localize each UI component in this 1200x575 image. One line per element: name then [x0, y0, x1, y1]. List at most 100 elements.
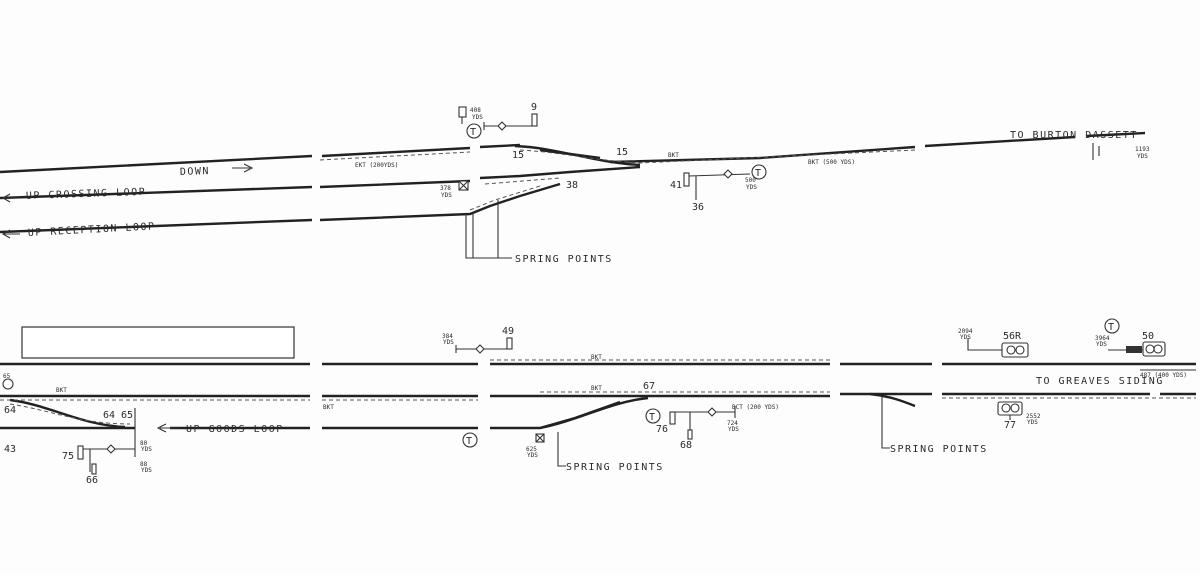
- blank-panel: [21, 326, 295, 359]
- points-38-label: 38: [566, 180, 578, 191]
- signal-9-post: [531, 113, 538, 127]
- yds-2552: YDS: [1027, 419, 1038, 426]
- diamond-marker-icon: [723, 169, 733, 179]
- yds-625: YDS: [527, 452, 538, 459]
- telephone-t-icon: [645, 408, 661, 424]
- spring-points-label-a: SPRING POINTS: [566, 462, 664, 473]
- spring-points-leader-a: [557, 432, 566, 467]
- signal-68-post: [687, 429, 693, 440]
- signal-77-group: 77 2552 YDS: [997, 401, 1041, 431]
- points-65b-label: 65: [121, 410, 133, 421]
- distance-2552: 2552: [1026, 413, 1041, 420]
- lower-second-line: [0, 392, 1196, 398]
- lower-section: 65 64 64 65 43 BKT BKT UP GOODS LOOP 75 …: [0, 318, 1196, 486]
- track-circuit-crossing: [484, 177, 561, 185]
- signal-56r-group: 56R 2094 YDS: [958, 328, 1029, 358]
- signal-56r-label: 56R: [1003, 331, 1022, 342]
- signal-68-label: 68: [680, 440, 692, 451]
- signal-66-label: 66: [86, 475, 98, 486]
- telephone-t-label-2: T: [755, 168, 761, 179]
- points-64-label: 64: [4, 405, 16, 416]
- signal-75-label: 75: [62, 451, 74, 462]
- signal-50-group: T 50 3964 YDS 487 (400 YDS): [1095, 318, 1196, 379]
- up-crossing-loop-label: UP CROSSING LOOP: [26, 187, 147, 202]
- points-64b-label: 64: [103, 410, 115, 421]
- signal-41-post: [683, 172, 690, 187]
- signal-65-icon: [2, 378, 14, 390]
- up-goods-loop-line: [0, 400, 621, 430]
- signal-49-post: [506, 337, 513, 350]
- telephone-t-label: T: [470, 127, 476, 138]
- bkt-label: BKT: [668, 152, 679, 159]
- signal-41-label: 41: [670, 180, 682, 191]
- yds-1193: YDS: [1137, 153, 1148, 160]
- yds-408: YDS: [472, 114, 483, 121]
- distance-500: 500: [745, 177, 756, 184]
- bkt-500-label: BKT (500 YDS): [808, 159, 855, 166]
- spring-points-label-b: SPRING POINTS: [890, 444, 988, 455]
- to-greaves-siding-label: TO GREAVES SIDING: [1036, 376, 1164, 387]
- yds-3964: YDS: [1096, 341, 1107, 348]
- signal-50-label: 50: [1142, 331, 1154, 342]
- distance-80: 80: [140, 440, 148, 447]
- signal-75-group: 75 66 80 YDS 88 YDS: [62, 408, 152, 486]
- telephone-t-icon: [751, 164, 767, 180]
- signal-41-group: 41 T 36 500 YDS: [670, 164, 767, 213]
- distance-2094: 2094: [958, 328, 973, 335]
- distance-3964: 3964: [1095, 335, 1110, 342]
- up-reception-loop-label: UP RECEPTION LOOP: [28, 221, 156, 239]
- signal-77-label: 77: [1004, 420, 1016, 431]
- spring-points-label: SPRING POINTS: [515, 254, 613, 265]
- yds-378: YDS: [441, 192, 452, 199]
- track-circuit-reception: [469, 185, 541, 211]
- signal-43-label: 43: [4, 444, 16, 455]
- diamond-marker-icon: [106, 444, 116, 454]
- diamond-marker-icon: [707, 407, 717, 417]
- telephone-t-label-5: T: [1108, 322, 1114, 333]
- track-circuit-bkt: [519, 149, 916, 164]
- distance-378: 378: [440, 185, 451, 192]
- bkt-left2-label: BKT: [323, 404, 334, 411]
- down-arrow-icon: [232, 163, 254, 173]
- ground-signal-icon: [458, 106, 467, 118]
- signal-65-label: 65: [3, 373, 11, 380]
- signal-49-label: 49: [502, 326, 514, 337]
- telephone-t-icon: [462, 432, 478, 448]
- distance-724: 724: [727, 420, 738, 427]
- crossover-15: [514, 144, 641, 167]
- up-goods-arrow-icon: [156, 423, 180, 433]
- distance-88: 88: [140, 461, 148, 468]
- crossover-67: [539, 396, 649, 430]
- telephone-t-icon: [466, 123, 482, 139]
- signal-9-group: T 9 408 YDS: [458, 102, 538, 139]
- telephone-t-label-3: T: [466, 436, 472, 447]
- bkt-top-label: BKT: [591, 354, 602, 361]
- diamond-marker-icon: [497, 121, 507, 131]
- signal-36-label: 36: [692, 202, 704, 213]
- up-reception-arrow-icon: [1, 229, 20, 239]
- signal-76-label: 76: [656, 424, 668, 435]
- up-crossing-loop-line: [0, 165, 641, 200]
- distance-487: 487 (400 YDS): [1140, 372, 1187, 379]
- upper-section: T 9 408 YDS 15 15 38 EKT (200YDS) BKT BK…: [0, 102, 1150, 265]
- distance-1193: 1193: [1135, 146, 1150, 153]
- bkt-left-label: BKT: [56, 387, 67, 394]
- up-reception-loop-line: [0, 182, 561, 234]
- yds-384: YDS: [443, 339, 454, 346]
- up-goods-loop-label: UP GOODS LOOP: [186, 424, 284, 435]
- telephone-t-label-4: T: [649, 412, 655, 423]
- points-15b-label: 15: [616, 147, 628, 158]
- yds-724: YDS: [728, 426, 739, 433]
- down-label: DOWN: [180, 166, 210, 178]
- diamond-marker-icon: [475, 344, 485, 354]
- signal-75-post: [77, 445, 84, 460]
- to-burton-dassett-label: TO BURTON DASSETT: [1010, 130, 1138, 141]
- points-67-label: 67: [643, 381, 655, 392]
- points-15-label: 15: [512, 150, 524, 161]
- signal-66-post: [91, 463, 97, 475]
- crossover-spring: [869, 392, 916, 408]
- buffer-stop-icon: [1092, 143, 1100, 160]
- spring-points-leader-b: [881, 396, 890, 449]
- ekt-label: EKT (200YDS): [355, 162, 398, 169]
